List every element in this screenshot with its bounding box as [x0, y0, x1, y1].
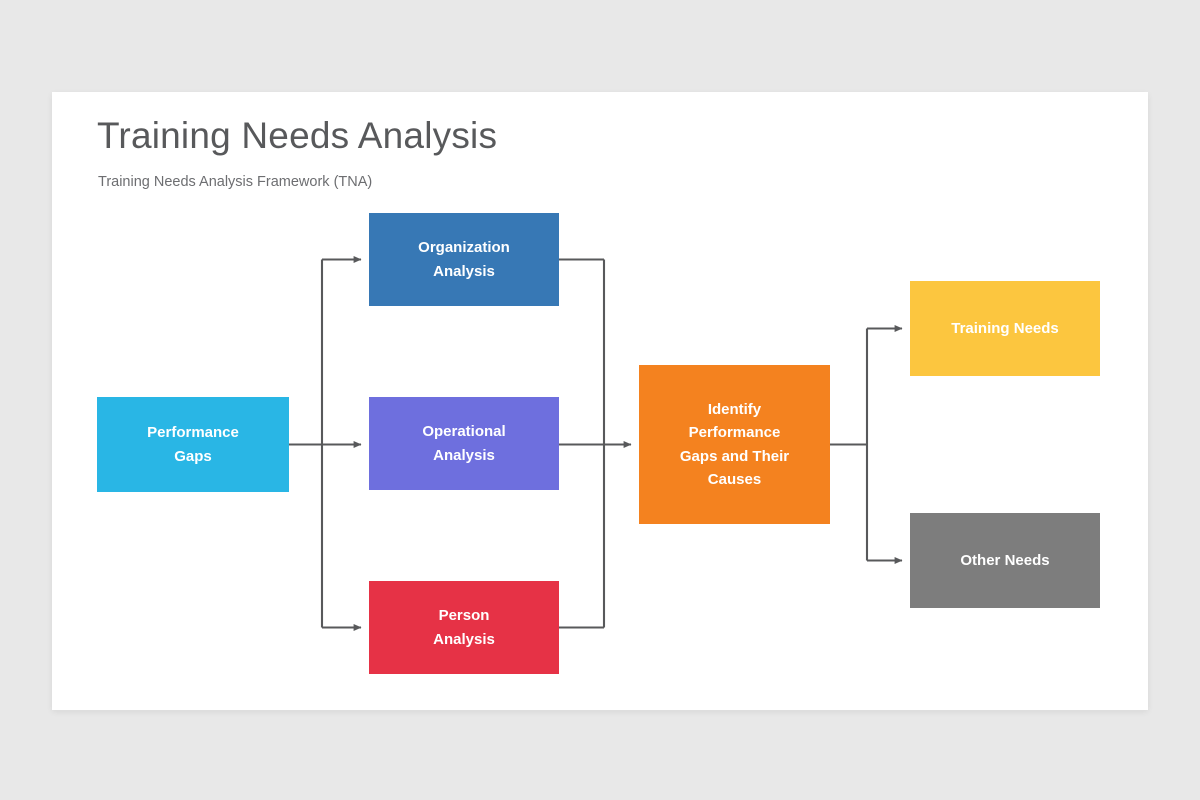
connector-lines — [289, 256, 903, 631]
node-performance-gaps-label: Performance Gaps — [147, 424, 239, 465]
node-identify-performance-gaps[interactable]: Identify Performance Gaps and Their Caus… — [639, 365, 830, 524]
node-performance-gaps[interactable]: Performance Gaps — [97, 397, 289, 492]
node-other-needs[interactable]: Other Needs — [910, 513, 1100, 608]
node-training-needs-label: Training Needs — [951, 319, 1059, 337]
node-operational-analysis-label: Operational Analysis — [422, 423, 506, 464]
page-subtitle: Training Needs Analysis Framework (TNA) — [98, 174, 373, 190]
node-person-analysis-label: Person Analysis — [433, 607, 495, 648]
tna-flow-diagram: Performance Gaps Organization Analysis O… — [52, 92, 1148, 710]
page-title: Training Needs Analysis — [97, 115, 498, 156]
node-identify-performance-gaps-label: Identify Performance Gaps and Their Caus… — [679, 401, 790, 488]
node-operational-analysis[interactable]: Operational Analysis — [369, 397, 559, 490]
node-other-needs-label: Other Needs — [960, 551, 1050, 569]
node-organization-analysis-label: Organization Analysis — [418, 239, 510, 280]
node-organization-analysis[interactable]: Organization Analysis — [369, 213, 559, 306]
node-training-needs[interactable]: Training Needs — [910, 281, 1100, 376]
slide-card: Training Needs Analysis Training Needs A… — [52, 92, 1148, 710]
node-person-analysis[interactable]: Person Analysis — [369, 581, 559, 674]
